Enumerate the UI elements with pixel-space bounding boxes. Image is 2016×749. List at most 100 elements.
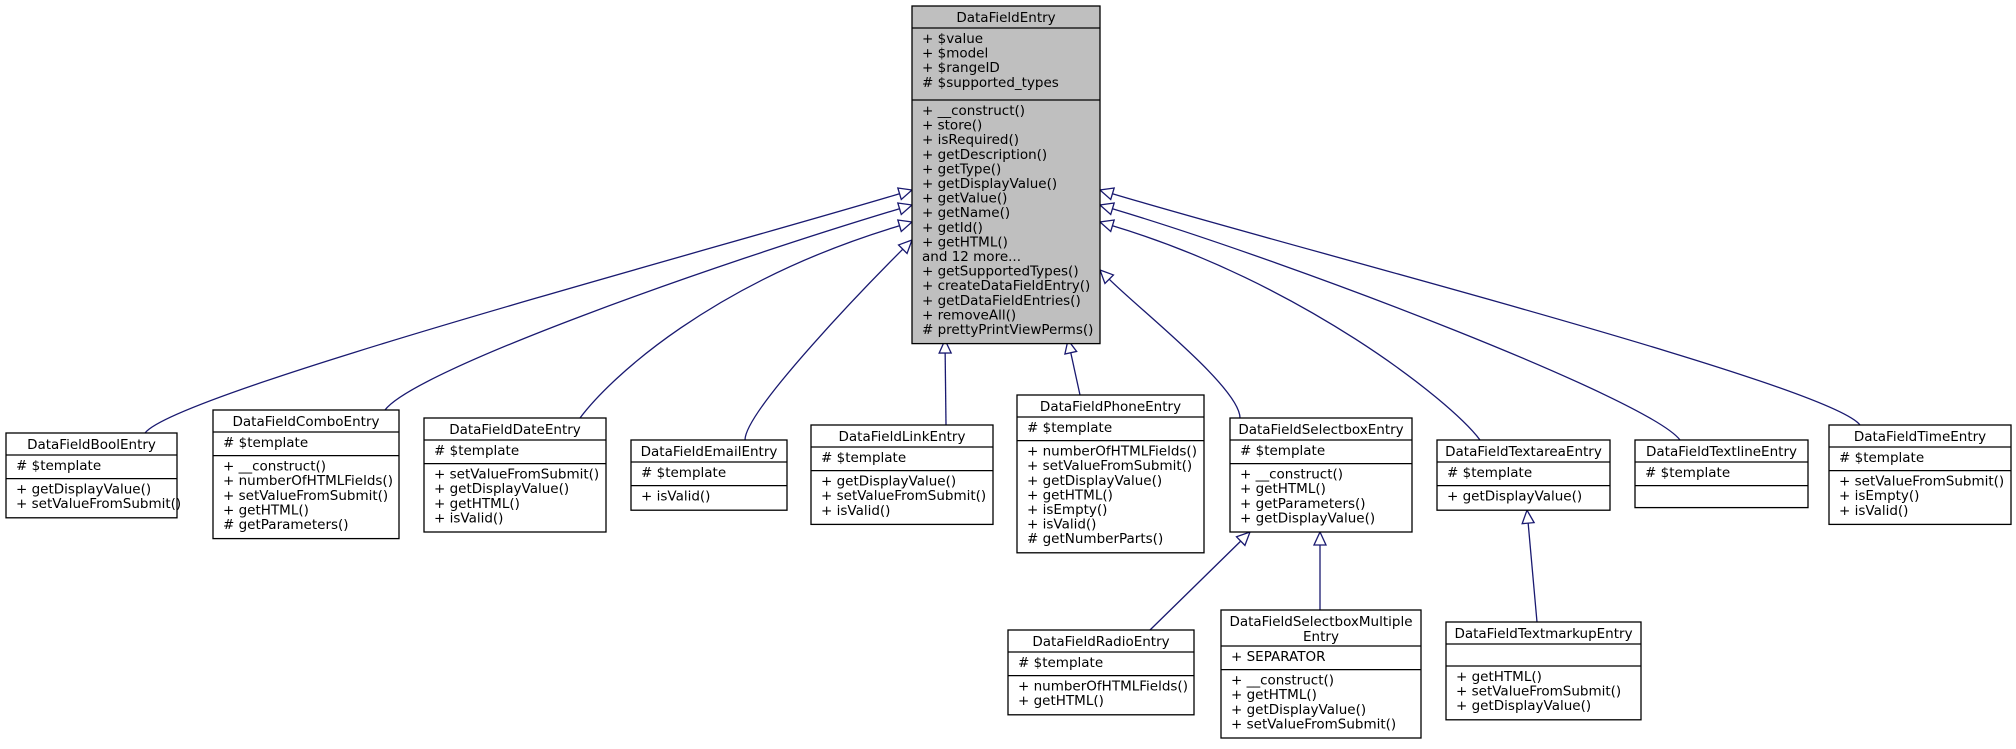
class-attribute: # $template: [1839, 450, 1924, 466]
class-nodes: DataFieldEntry+ $value+ $model+ $rangeID…: [5, 5, 2012, 739]
inheritance-line: [384, 208, 900, 411]
class-method: + getHTML(): [1018, 693, 1104, 709]
class-method: + isValid(): [821, 503, 890, 519]
class-method: + __construct(): [1231, 673, 1334, 689]
class-method: + setValueFromSubmit(): [1839, 474, 2004, 490]
class-method: + isValid(): [1839, 503, 1908, 519]
class-method: + getHTML(): [1231, 687, 1317, 703]
inheritance-edges: [144, 187, 1861, 631]
inheritance-line: [1112, 225, 1481, 441]
class-method: + setValueFromSubmit(): [223, 488, 388, 504]
class-radio[interactable]: DataFieldRadioEntry# $template+ numberOf…: [1007, 629, 1195, 716]
class-method: + __construct(): [922, 103, 1025, 119]
class-root[interactable]: DataFieldEntry+ $value+ $model+ $rangeID…: [911, 5, 1101, 345]
class-method: # getNumberParts(): [1027, 531, 1163, 547]
class-attribute: # $supported_types: [922, 75, 1059, 91]
class-method: + getDisplayValue(): [1240, 510, 1375, 526]
class-attribute: + $value: [922, 31, 983, 47]
class-name: DataFieldTextareaEntry: [1445, 444, 1602, 460]
inheritance-line: [1112, 208, 1681, 441]
class-method: + getDisplayValue(): [922, 176, 1057, 192]
class-method: + createDataFieldEntry(): [922, 278, 1090, 294]
inheritance-date-root: [579, 219, 914, 419]
class-method: + getType(): [922, 161, 1001, 177]
class-method: + getDataFieldEntries(): [922, 293, 1081, 309]
inheritance-arrowhead: [896, 202, 914, 216]
class-method: + getDisplayValue(): [16, 482, 151, 498]
inheritance-selectbox-root: [1098, 268, 1241, 419]
class-method: + getHTML(): [1240, 481, 1326, 497]
class-method: + getHTML(): [434, 496, 520, 512]
more-members-note: and 12 more...: [922, 249, 1021, 265]
class-textmarkup[interactable]: DataFieldTextmarkupEntry+ getHTML()+ set…: [1445, 621, 1642, 721]
class-name: DataFieldPhoneEntry: [1040, 399, 1181, 415]
inheritance-line: [744, 248, 904, 441]
inheritance-line: [1070, 352, 1081, 396]
class-method: + numberOfHTMLFields(): [1027, 444, 1197, 460]
class-name: DataFieldDateEntry: [449, 422, 581, 438]
inheritance-arrowhead: [1521, 508, 1536, 525]
class-textarea[interactable]: DataFieldTextareaEntry# $template+ getDi…: [1436, 439, 1611, 511]
class-method: + getDisplayValue(): [1027, 473, 1162, 489]
class-name: DataFieldTextlineEntry: [1646, 444, 1797, 460]
class-method: + setValueFromSubmit(): [16, 496, 181, 512]
class-method: + getDisplayValue(): [434, 481, 569, 497]
class-method: + numberOfHTMLFields(): [1018, 679, 1188, 695]
class-method: + setValueFromSubmit(): [1456, 684, 1621, 700]
inheritance-arrowhead: [938, 338, 953, 354]
class-method: + removeAll(): [922, 307, 1016, 323]
class-selectbox[interactable]: DataFieldSelectboxEntry# $template+ __co…: [1229, 417, 1413, 533]
class-box: [810, 424, 994, 526]
class-attribute: # $template: [16, 458, 101, 474]
class-name: DataFieldTimeEntry: [1854, 429, 1986, 445]
class-attribute: # $template: [1240, 443, 1325, 459]
class-time[interactable]: DataFieldTimeEntry # $template + setValueF…: [1828, 424, 2012, 526]
inheritance-line: [579, 225, 900, 419]
class-method: + getHTML(): [922, 234, 1008, 250]
class-phone[interactable]: DataFieldPhoneEntry # $template + numberOf…: [1016, 394, 1205, 554]
class-textline[interactable]: DataFieldTextlineEntry# $template: [1634, 439, 1809, 509]
class-attribute: # $template: [223, 435, 308, 451]
class-method: + isRequired(): [922, 132, 1019, 148]
inheritance-line: [1112, 193, 1861, 426]
class-method: + getHTML(): [223, 502, 309, 518]
class-method: + setValueFromSubmit(): [1027, 458, 1192, 474]
class-method: + getDisplayValue(): [821, 474, 956, 490]
class-method: + getDisplayValue(): [1447, 489, 1582, 505]
class-combo[interactable]: DataFieldComboEntry# $template+ __constr…: [212, 409, 400, 540]
class-attribute: # $template: [1027, 420, 1112, 436]
class-method: + isValid(): [641, 489, 710, 505]
class-link[interactable]: DataFieldLinkEntry# $template+ getDispla…: [810, 424, 994, 526]
class-method: + getId(): [922, 220, 983, 236]
class-name: DataFieldEmailEntry: [641, 444, 778, 460]
class-box: [1445, 621, 1642, 721]
class-method: + store(): [922, 118, 982, 134]
class-method: + isValid(): [434, 510, 503, 526]
inheritance-line: [144, 193, 900, 434]
class-box: [911, 5, 1101, 345]
class-date[interactable]: DataFieldDateEntry # $template + setValueF…: [423, 417, 607, 533]
class-name: DataFieldComboEntry: [233, 414, 380, 430]
class-email[interactable]: DataFieldEmailEntry# $template+ isValid(…: [630, 439, 788, 511]
class-attribute: # $template: [821, 450, 906, 466]
class-name: DataFieldTextmarkupEntry: [1454, 626, 1632, 642]
class-attribute: # $template: [1018, 655, 1103, 671]
class-attribute: # $template: [434, 443, 519, 459]
inheritance-line: [1149, 540, 1242, 631]
class-method: + setValueFromSubmit(): [1231, 716, 1396, 732]
class-attribute: + $model: [922, 46, 988, 62]
inheritance-radio-selectbox: [1149, 530, 1252, 631]
inheritance-link-root: [938, 338, 953, 426]
class-method: + setValueFromSubmit(): [434, 467, 599, 483]
class-box: [630, 439, 788, 511]
class-box: [1436, 439, 1611, 511]
inheritance-arrowhead: [1098, 202, 1116, 216]
inheritance-arrowhead: [1098, 187, 1116, 201]
class-method: + getParameters(): [1240, 496, 1366, 512]
class-method: + getDisplayValue(): [1456, 698, 1591, 714]
class-bool[interactable]: DataFieldBoolEntry# $template+ getDispla…: [5, 432, 181, 519]
class-method: + setValueFromSubmit(): [821, 488, 986, 504]
class-method: + getDisplayValue(): [1231, 702, 1366, 718]
